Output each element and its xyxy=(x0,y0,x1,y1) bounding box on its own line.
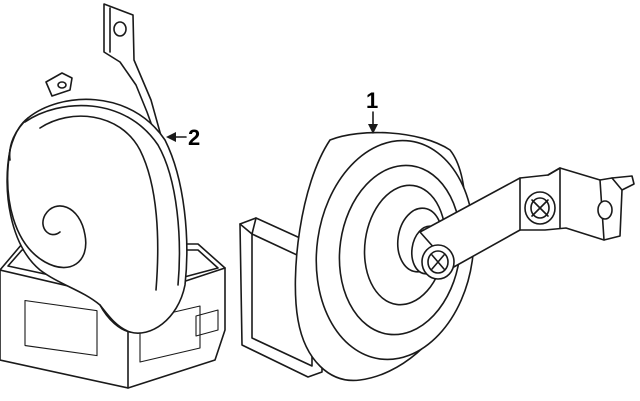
callout-2-label: 2 xyxy=(188,125,200,150)
part-1-disc-body xyxy=(294,131,475,382)
horn-part-2 xyxy=(0,3,226,389)
horn-part-1 xyxy=(239,131,635,382)
part-2-mounting-bracket xyxy=(103,3,164,149)
part-1-center-nut xyxy=(421,244,455,280)
callout-1-label: 1 xyxy=(366,88,378,113)
callout-2: 2 xyxy=(166,125,200,150)
callout-1: 1 xyxy=(366,88,378,134)
part-1-bracket-bolt xyxy=(524,191,556,225)
part-1-mounting-bracket xyxy=(419,167,635,269)
part-2-snail-body xyxy=(6,98,188,334)
